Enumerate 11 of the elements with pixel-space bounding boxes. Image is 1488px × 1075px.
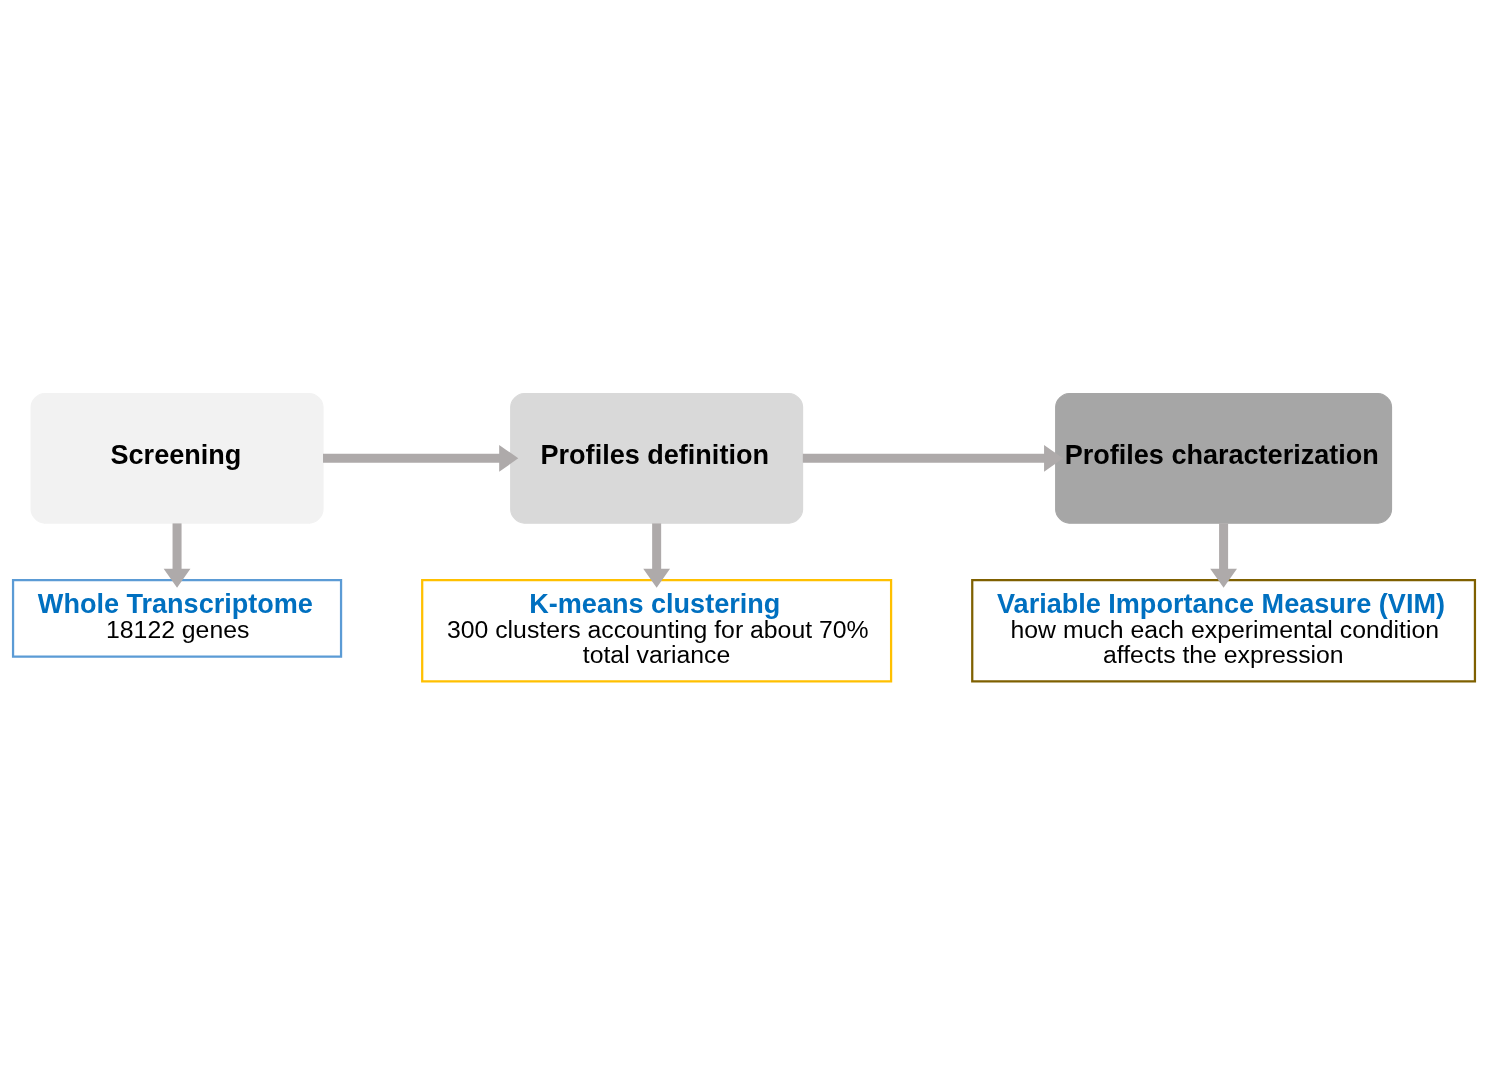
arrow (323, 444, 519, 472)
node-box: Profiles definition (510, 392, 804, 524)
node-box: Screening (30, 392, 324, 524)
arrow (163, 523, 191, 588)
node-box: Variable Importance Measure (VIM) how much each experimental condition affects the expression (971, 578, 1477, 683)
arrow (802, 444, 1064, 472)
arrow (643, 523, 671, 588)
node-box: Whole Transcriptome 18122 genes (11, 578, 343, 658)
node-box: K-means clustering 300 clusters accounting for about 70% total variance (421, 578, 893, 683)
arrow (1210, 523, 1237, 588)
node-box: Profiles characterization (1055, 392, 1393, 524)
